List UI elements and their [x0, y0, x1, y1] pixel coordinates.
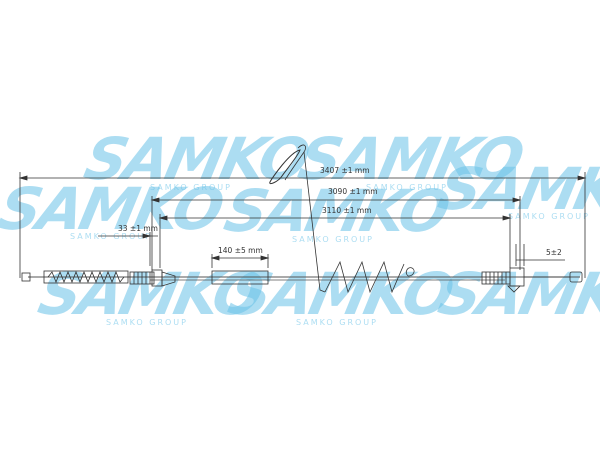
- sleeve-arrow-right: [260, 255, 270, 261]
- sheath-arrow-right: [502, 215, 512, 221]
- watermark-tagline-top-right: SAMKO GROUP: [366, 183, 448, 192]
- watermark-tagline-bottom-center: SAMKO GROUP: [296, 318, 378, 327]
- end-tolerance-label: 5±2: [546, 248, 562, 257]
- left-spring-housing: [43, 270, 129, 284]
- inner-length-label: 3090 ±1 mm: [328, 187, 378, 196]
- left-fitting-tab: [161, 271, 176, 287]
- retaining-wire: [269, 149, 301, 185]
- sleeve-arrow-left: [210, 255, 220, 261]
- left-fitting-thread: [133, 272, 151, 284]
- watermark-tagline-top: SAMKO GROUP: [150, 183, 232, 192]
- end-fitting-arrow: [142, 233, 152, 239]
- retaining-coil: [324, 260, 405, 294]
- cable-sleeve: [211, 270, 269, 285]
- overall-arrow-right: [577, 175, 587, 181]
- right-end-barrel: [569, 271, 583, 283]
- watermark-tagline-left: SAMKO GROUP: [70, 232, 152, 241]
- inner-arrow-right: [512, 197, 522, 203]
- inner-arrow-left: [150, 197, 160, 203]
- coil-end-hook: [405, 267, 415, 277]
- right-fitting-thread: [485, 272, 507, 284]
- retaining-wire-shaft: [303, 151, 326, 293]
- watermark-tagline-right: SAMKO GROUP: [508, 212, 590, 221]
- sheath-arrow-left: [158, 215, 168, 221]
- right-fitting-tab: [507, 285, 521, 293]
- sleeve-length-label: 140 ±5 mm: [218, 246, 263, 255]
- sheath-length-label: 3110 ±1 mm: [322, 206, 372, 215]
- retaining-wire-loop: [284, 144, 306, 181]
- end-fitting-label: 33 ±1 mm: [118, 224, 158, 233]
- overall-length-label: 3407 ±1 mm: [320, 166, 370, 175]
- left-spring: [47, 270, 125, 284]
- watermark-tagline-bottom: SAMKO GROUP: [106, 318, 188, 327]
- overall-arrow-left: [18, 175, 28, 181]
- left-end-stopper: [21, 272, 31, 282]
- watermark-tagline-center: SAMKO GROUP: [292, 235, 374, 244]
